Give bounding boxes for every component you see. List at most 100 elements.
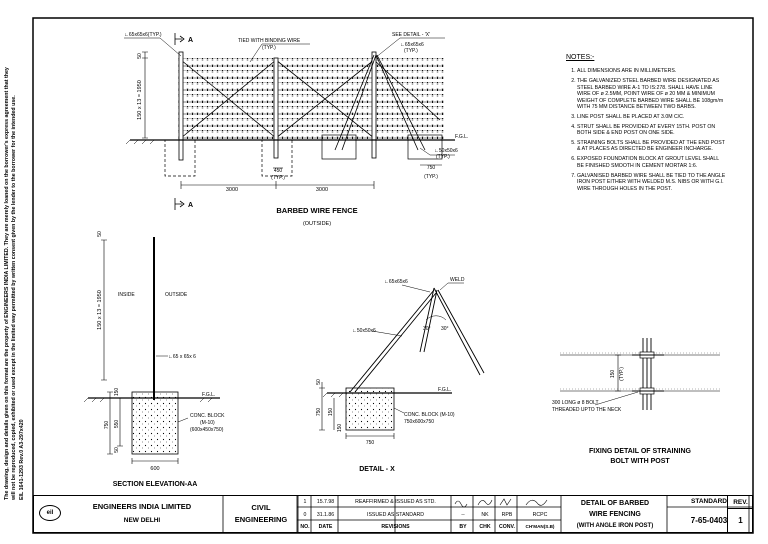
standard-number: 7-65-0403 (690, 515, 728, 525)
rev-desc: ISSUED AS STANDARD (367, 511, 424, 518)
section-post-label: ∟65 x 65x 6 (168, 354, 196, 360)
fixing-detail: 150 (TYP.) 300 LONG ø 8 BOLT THREADED UP… (552, 338, 720, 465)
tied-label: TIED WITH BINDING WIRE (238, 38, 301, 44)
notes-title: NOTES:- (566, 54, 595, 61)
detail-deg-1: 30° (423, 326, 431, 332)
title-block: eil ENGINEERS INDIA LIMITED NEW DELHI CI… (33, 494, 753, 533)
section-block-size: (600x450x750) (190, 427, 224, 433)
barbed-wires (178, 58, 444, 139)
detail-block (345, 387, 395, 431)
drawing-title-1: DETAIL OF BARBED (580, 499, 650, 507)
detail-dim-750b: 750 (366, 440, 375, 446)
section-marker-top: A (188, 37, 193, 44)
note-item: STRUT SHALL BE PROVIDED AT EVERY 15TH. P… (577, 124, 726, 137)
drawing-title-2: WIRE FENCING (589, 510, 641, 518)
header-revisions: REVISIONS (381, 523, 410, 530)
fixing-dim-150: 150 (610, 370, 616, 379)
detail-dim-50: 50 (316, 379, 322, 385)
rev-no: 0 (303, 511, 307, 518)
sheet-border (32, 17, 754, 534)
detail-fgl: F.G.L. (438, 387, 451, 393)
dim-750: 750 (427, 165, 436, 171)
bolt-label-2: THREADED UPTO THE NECK (552, 407, 622, 413)
company-city: NEW DELHI (123, 517, 161, 524)
dim-750-typ: (TYP.) (424, 174, 438, 180)
title-block-grid (222, 494, 753, 533)
tied-typ: (TYP.) (262, 45, 276, 51)
section-width: 600 (150, 466, 159, 472)
rev-desc: REAFFIRMED & ISSUED AS STD. (355, 499, 436, 505)
detail-dim-150a: 150 (328, 408, 334, 417)
section-height-dim: 150 x 13 = 1950 (97, 290, 103, 330)
detail-block-size: 750x600x750 (404, 419, 434, 425)
bolt-label-1: 300 LONG ø 8 BOLT (552, 400, 599, 406)
weld-label: WELD (450, 277, 465, 283)
section-title: SECTION ELEVATION-AA (113, 481, 198, 488)
department-line-2: ENGINEERING (234, 515, 288, 524)
rev-by: -- (461, 511, 465, 518)
fence-top-dim: 50 (137, 53, 143, 59)
detail-strut-label: ∟50x50x6 (352, 328, 376, 334)
section-top-dim: 50 (97, 231, 103, 237)
section-dim-50: 50 (114, 447, 120, 453)
inside-label: INSIDE (118, 292, 135, 298)
note-item: STRAINING BOLTS SHALL BE PROVIDED AT THE… (577, 140, 726, 153)
dim-450: 450 (274, 168, 283, 174)
department-line-1: CIVIL (251, 503, 271, 512)
drawing-title-3: (WITH ANGLE IRON POST) (576, 522, 654, 529)
rev-chk: NK (481, 511, 489, 518)
bracket-typ: (TYP.) (436, 154, 450, 160)
outside-label: OUTSIDE (165, 292, 188, 298)
fixing-title-2: BOLT WITH POST (610, 458, 670, 465)
detail-block-label: CONC. BLOCK (M-10) (404, 412, 455, 418)
rev-chairman: RCPC (532, 511, 548, 518)
see-detail-label: SEE DETAIL - 'X' (392, 32, 430, 38)
header-chk: CHK (479, 523, 491, 530)
rev-no: 1 (303, 499, 307, 505)
detail-deg-2: 30° (441, 326, 449, 332)
header-no: NO. (300, 523, 310, 530)
section-elevation-aa: 150 x 13 = 1950 50 750 550 50 150 600 IN… (83, 231, 225, 488)
note-item: THE GALVANIZED STEEL BARBED WIRE DESIGNA… (577, 78, 726, 110)
angle-post-label: ∟65x65x6(TYP.) (124, 32, 162, 38)
fence-title: BARBED WIRE FENCE (276, 206, 357, 215)
section-dim-750: 750 (104, 421, 110, 430)
company-logo: eil (39, 505, 61, 521)
header-date: DATE (318, 523, 333, 530)
bracket-label: ∟50x50x6 (434, 148, 458, 154)
fence-elevation: 150 x 13 = 1950 50 3000 3000 450 (TYP.) … (124, 32, 468, 227)
fence-height-dim: 150 x 13 = 1950 (137, 80, 143, 120)
section-dim-550: 550 (114, 420, 120, 429)
rev-number: 1 (727, 508, 753, 532)
section-block-mix: (M-10) (200, 420, 215, 426)
rev-date: 15.7.98 (316, 499, 335, 505)
section-fgl: F.G.L. (202, 392, 215, 398)
logo-mark: eil (46, 510, 54, 516)
span-2: 3000 (316, 187, 328, 193)
line-post (273, 57, 279, 159)
section-dim-150: 150 (114, 388, 120, 397)
section-block-label: CONC. BLOCK (190, 413, 225, 419)
strut-typ: (TYP.) (404, 48, 418, 54)
detail-title: DETAIL - X (359, 466, 395, 473)
note-item: ALL DIMENSIONS ARE IN MILLIMETERS. (577, 68, 726, 74)
header-conv: CONV. (499, 523, 515, 530)
note-item: GALVANISED BARBED WIRE SHALL BE TIED TO … (577, 173, 726, 192)
detail-dim-750: 750 (316, 408, 322, 417)
header-by: BY (459, 523, 467, 530)
fixing-title-1: FIXING DETAIL OF STRAINING (589, 448, 692, 455)
dim-450-typ: (TYP.) (271, 175, 285, 181)
rev-conv: RPB (501, 511, 513, 518)
header-chairman: CH'MAN(S.B) (525, 523, 555, 529)
detail-x: 30° 30° ∟65x65x6 WELD ∟50x50x6 F.G.L. CO… (316, 277, 485, 473)
span-1: 3000 (226, 187, 238, 193)
detail-angle-label: ∟65x65x6 (384, 279, 408, 285)
note-item: LINE POST SHALL BE PLACED AT 3.0M C/C. (577, 114, 726, 120)
rev-date: 31.1.86 (316, 511, 335, 518)
section-block (131, 391, 179, 455)
signatures (454, 498, 548, 508)
company-name: ENGINEERS INDIA LIMITED (92, 502, 192, 511)
struts (334, 54, 426, 151)
